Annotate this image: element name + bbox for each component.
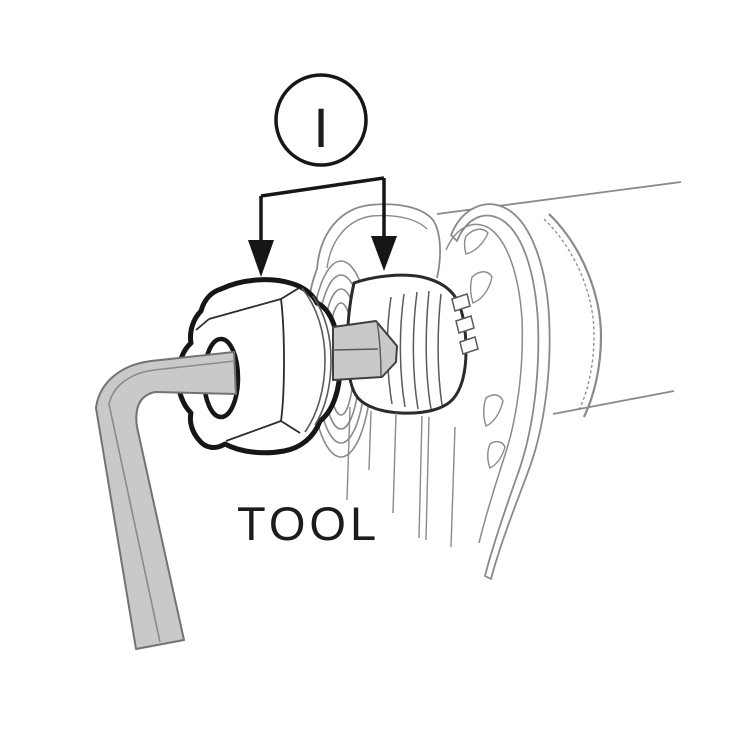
installation-tool — [175, 277, 343, 456]
knurl-band — [548, 213, 603, 418]
leader-bracket — [248, 176, 397, 277]
callout: I — [248, 73, 397, 277]
callout-label: I — [313, 96, 329, 159]
down-arrow-right-icon — [371, 236, 397, 271]
crank-flange — [445, 203, 551, 580]
flange-cutout — [469, 271, 493, 304]
hex-key-tip — [332, 320, 398, 381]
flange-cutout — [487, 440, 506, 469]
callout-circle — [274, 73, 368, 167]
threaded-spindle — [345, 273, 479, 415]
spline-teeth — [451, 293, 479, 355]
down-arrow-left-icon — [248, 240, 274, 277]
tool-caption: TOOL — [237, 497, 380, 550]
flange-cutout — [463, 228, 489, 255]
lower-edge-lines — [346, 406, 456, 548]
flange-cutout — [483, 394, 504, 427]
hex-key-wrench — [95, 351, 237, 650]
